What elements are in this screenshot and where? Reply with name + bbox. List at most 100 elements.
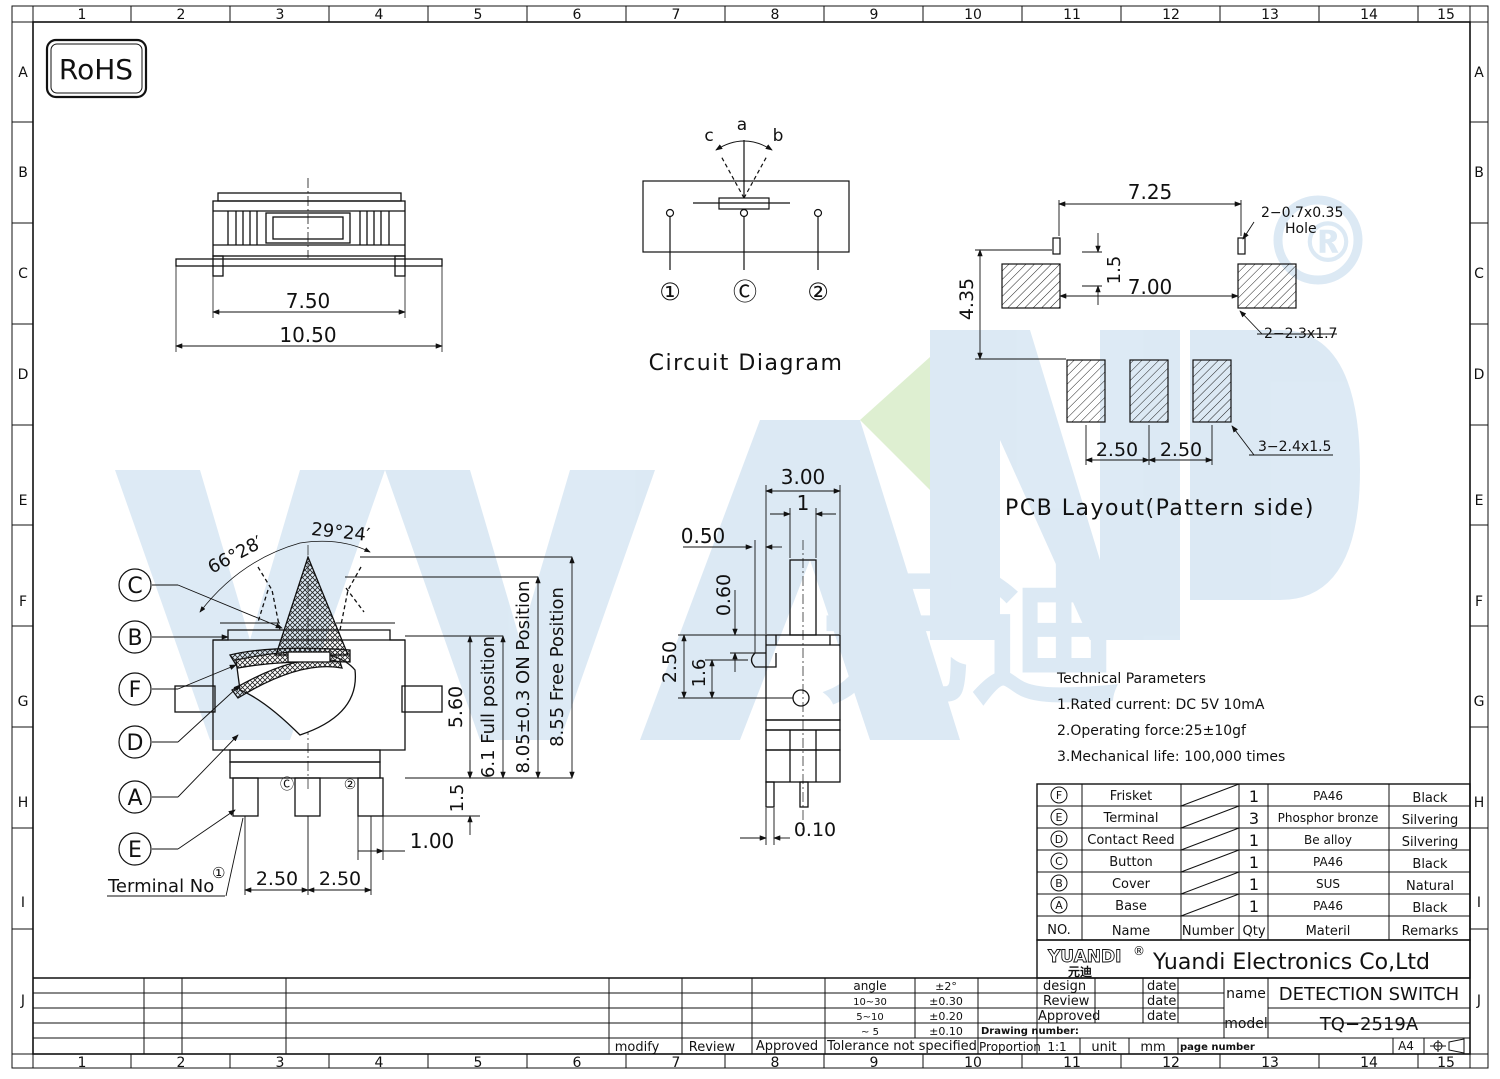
bom-qty: 1 <box>1249 853 1259 872</box>
frame-col-top-1: 1 <box>78 7 87 23</box>
frame-col-bottom-3: 3 <box>276 1055 285 1071</box>
bom-header-qty: Qty <box>1242 924 1265 939</box>
watermark-registered: ® <box>1300 211 1356 276</box>
frame-row-left-F: F <box>19 594 27 610</box>
frame-col-top-12: 12 <box>1162 7 1180 23</box>
tb-tol-r2-v: ±0.20 <box>929 1010 963 1023</box>
title-logo-chinese: 元迪 <box>1068 964 1092 979</box>
pcb-layout <box>975 200 1337 465</box>
tb-approved-2: Approved <box>756 1039 818 1054</box>
bom-no-a: A <box>1055 899 1063 912</box>
tb-tol-r3: ~ 5 <box>861 1027 879 1038</box>
side-dim-060: 0.60 <box>713 574 735 616</box>
frame-row-left-A: A <box>18 65 28 81</box>
tb-tol-r2: 5~10 <box>856 1012 883 1023</box>
frame-col-bottom-1: 1 <box>78 1055 87 1071</box>
front-free-position: 8.55 Free Position <box>547 587 568 747</box>
circuit-pos-b: b <box>773 126 784 146</box>
callout-circle-d <box>118 725 152 759</box>
technical-parameters: Technical Parameters 1.Rated current: DC… <box>1056 671 1285 765</box>
circuit-title: Circuit Diagram <box>649 351 844 376</box>
frame-row-left-G: G <box>18 694 29 710</box>
tb-tol-r3-v: ±0.10 <box>929 1025 963 1038</box>
side-dim-16: 1.6 <box>689 659 710 688</box>
bom-header-material: Materil <box>1306 924 1351 939</box>
frame-row-right-J: J <box>1476 993 1481 1009</box>
bom-material: Phosphor bronze <box>1278 811 1379 825</box>
tb-modify: modify <box>615 1040 660 1055</box>
callout-circle-b <box>118 620 152 654</box>
frame-row-right-E: E <box>1475 493 1484 509</box>
tb-design: design <box>1043 979 1086 994</box>
bom-name: Terminal <box>1103 811 1159 826</box>
frame-col-top-11: 11 <box>1063 7 1081 23</box>
pcb-dim-15: 1.5 <box>1104 256 1125 285</box>
rohs-badge: RoHS <box>45 38 148 99</box>
bom-qty: 1 <box>1249 875 1259 894</box>
bom-no-circle-b <box>1050 874 1068 892</box>
front-pin-c: Ⓒ <box>280 777 294 793</box>
frame-col-top-2: 2 <box>177 7 186 23</box>
bom-qty: 3 <box>1249 809 1259 828</box>
frame-col-top-3: 3 <box>276 7 285 23</box>
top-view <box>175 178 443 352</box>
bom-remarks: Black <box>1412 791 1448 806</box>
frame-row-right-D: D <box>1474 367 1485 383</box>
frame-col-bottom-8: 8 <box>771 1055 780 1071</box>
bom-no-circle-e <box>1050 808 1068 826</box>
bom-qty: 1 <box>1249 831 1259 850</box>
callout-label-e: E <box>128 838 142 863</box>
tb-review-2: Review <box>689 1040 736 1055</box>
bom-no-circle-f <box>1050 786 1068 804</box>
frame-col-top-4: 4 <box>375 7 384 23</box>
pcb-pad-note-small: 3−2.4x1.5 <box>1258 439 1331 455</box>
frame-col-bottom-10: 10 <box>964 1055 982 1071</box>
frame-row-left-J: J <box>20 993 25 1009</box>
side-dim-050: 0.50 <box>681 524 726 548</box>
bom-header-remarks: Remarks <box>1402 924 1459 939</box>
projection-symbol <box>1430 1038 1465 1054</box>
frame-row-right-H: H <box>1474 795 1485 811</box>
frame-col-top-10: 10 <box>964 7 982 23</box>
frame-col-bottom-6: 6 <box>573 1055 582 1071</box>
title-logo-registered: ® <box>1133 944 1145 958</box>
frame-col-top-9: 9 <box>870 7 879 23</box>
front-on-position: 8.05±0.3 ON Position <box>513 581 534 774</box>
frame-col-bottom-2: 2 <box>177 1055 186 1071</box>
bom-qty: 1 <box>1249 897 1259 916</box>
tb-date-3: date <box>1147 1009 1176 1024</box>
side-dim-1: 1 <box>797 491 810 515</box>
tb-model-label: model <box>1224 1016 1268 1032</box>
bom-material: SUS <box>1316 877 1340 891</box>
side-dim-250: 2.50 <box>659 641 681 683</box>
frame-row-right-B: B <box>1474 165 1484 181</box>
bom-no-f: F <box>1056 789 1062 802</box>
bom-remarks: Silvering <box>1402 813 1459 828</box>
callout-circle-e <box>118 832 152 866</box>
frame-row-left-I: I <box>21 895 25 911</box>
frame-row-right-F: F <box>1475 594 1483 610</box>
frame-row-left-D: D <box>18 367 29 383</box>
frame-col-bottom-4: 4 <box>375 1055 384 1071</box>
tb-tol-r1: 10~30 <box>853 997 887 1008</box>
bom-material: Be alloy <box>1304 833 1352 847</box>
pcb-title: PCB Layout(Pattern side) <box>1005 496 1315 521</box>
tb-proportion: Proportion <box>979 1040 1041 1054</box>
terminal-no-label: Terminal No <box>107 876 214 897</box>
pcb-dim-250-b: 2.50 <box>1160 439 1202 461</box>
side-dim-010: 0.10 <box>794 819 836 841</box>
title-block-logo: YUANDI ® 元迪 <box>1047 944 1145 979</box>
frame-col-bottom-12: 12 <box>1162 1055 1180 1071</box>
tb-tol-angle-v: ±2° <box>935 980 957 993</box>
front-dim-15: 1.5 <box>447 784 468 813</box>
callout-label-f: F <box>129 678 142 703</box>
circuit-diagram <box>642 140 850 270</box>
tb-page-number: page number <box>1180 1042 1255 1053</box>
circuit-pin-2: ② <box>807 278 829 306</box>
bom-no-b: B <box>1055 877 1063 890</box>
bom-remarks: Silvering <box>1402 835 1459 850</box>
bom-remarks: Black <box>1412 901 1448 916</box>
